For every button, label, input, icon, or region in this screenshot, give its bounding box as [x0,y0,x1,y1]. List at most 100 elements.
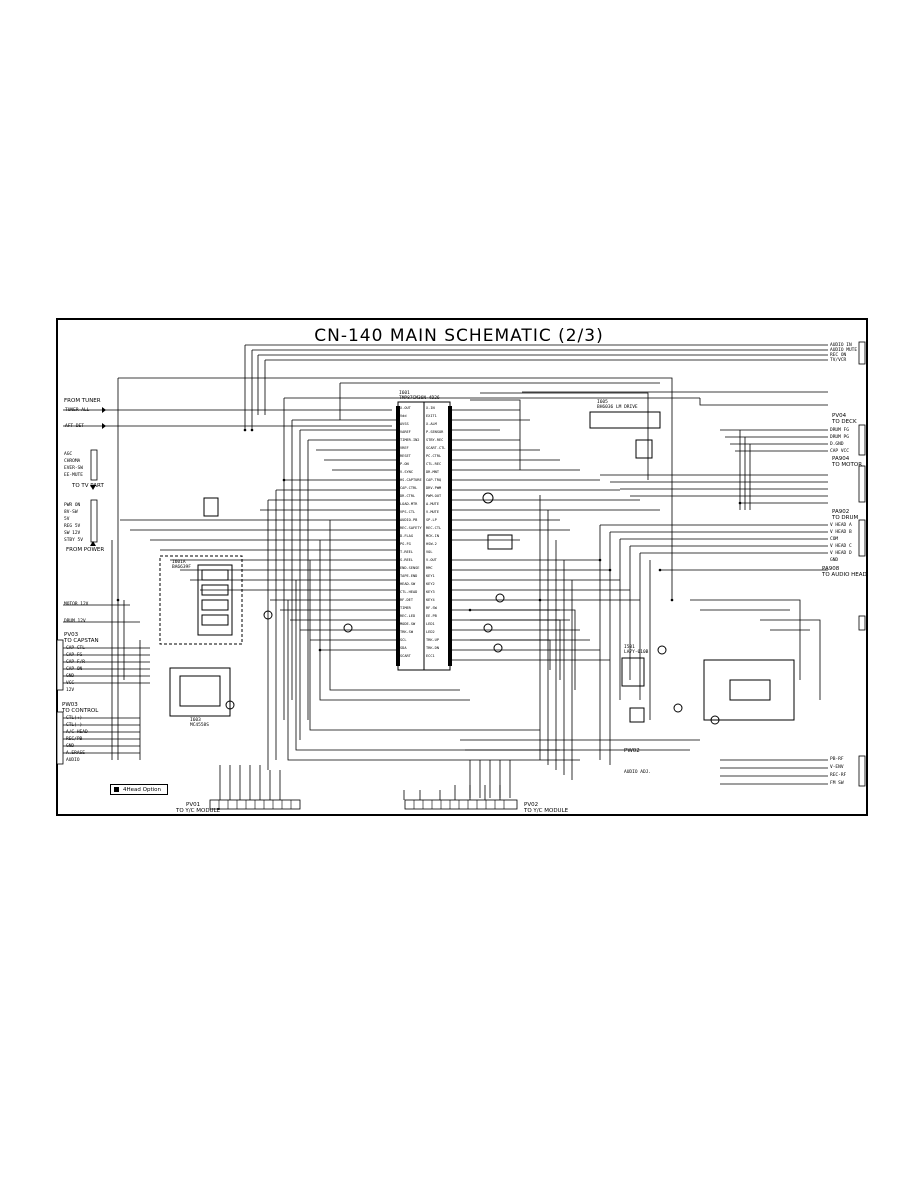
ic-pin-label: AVSS [400,422,409,426]
control-signal: GND [66,744,75,749]
ic-pin-label: MCK-IN [426,534,439,538]
pv02-to-yc-module: TO Y/C MODULE [524,808,569,814]
ic-pin-label: T-REEL [400,550,413,554]
capstan-signal: VCC [66,681,75,686]
ic-pin-label: REC-CTL [426,526,442,530]
ic-pin-label: Vdd [400,414,407,418]
drum-signal: COM [830,537,839,542]
ic-pin-label: P-ON [400,462,409,466]
ic-pin-label: MODE-SW [400,622,416,626]
tv-signal: EVER-SW [64,466,83,471]
ic-pin-label: REC-LED [400,614,416,618]
from-power-label: FROM POWER [66,547,105,553]
ic-pin-label: SCL [400,638,407,642]
from-tuner-label: FROM TUNER [64,398,101,404]
deck-signal: DRUM PG [830,435,849,440]
drum-signal: V HEAD A [830,523,852,528]
ic-pin-label: CTL-REC [426,462,442,466]
pa902-ref: PA902 [832,509,850,515]
ic-pin-label: LOAD-MTR [400,502,418,506]
top-right-signal: AUDIO IN [830,343,852,348]
hall-ic-ref: I605 [597,400,608,405]
ic-pin-label: VPS-CTL [400,510,416,514]
ic-pin-label: RF-SW [426,606,437,610]
capstan-signal: 12V [66,688,75,693]
top-right-signal: REC ON [830,353,847,358]
ic-pin-label: STBY-REC [426,438,444,442]
ic-pin-label: P-SENSOR [426,430,444,434]
pv03-ref: PV03 [64,632,79,638]
power-signal: 5V [64,517,70,522]
ic-pin-label: VAREF [400,430,411,434]
capstan-signal: CAP FG [66,653,83,658]
ic-pin-label: PG-FG [400,542,411,546]
to-control-label: TO CONTROL [62,708,99,714]
bottom-right-signal: REC-RF [830,773,847,778]
ic-pin-label: X-OUT [400,406,411,410]
ic-pin-label: TIMER-IN2 [400,438,420,442]
hall-ic-part: BH6036 LM DRIVE [597,405,638,410]
ic-pin-label: SP-LP [426,518,437,522]
head-amp-part: LA7Y-010B [624,650,649,655]
audio-adj-label: AUDIO ADJ. [624,770,652,775]
ic-pin-label: RESET [400,454,411,458]
drum-signal: GND [830,558,839,563]
ic-pin-label: TRK-DN [426,646,439,650]
ic-pin-label: SDA [400,646,407,650]
control-signal: REC/PB [66,737,83,742]
left-ic-b-ref: I603 [190,718,201,723]
ic-pin-label: A-MUTE [426,502,439,506]
drum-signal: V HEAD D [830,551,852,556]
ic-pin-label: CAP-TRQ [426,478,442,482]
tv-signal: AGC [64,452,73,457]
drum-signal: V HEAD C [830,544,852,549]
ic-pin-label: HS-CAPTURE [400,478,422,482]
top-right-signal: AUDIO MUTE [830,348,858,353]
ic-pin-label: D-FLAG [400,534,413,538]
ic-pin-label: TIMER [400,606,411,610]
tuner-signal: AFT DET [65,424,84,429]
left-ic-b-part: MC4558S [190,723,209,728]
to-deck-label: TO DECK [832,419,857,425]
pv02-ref: PV02 [524,802,539,808]
left-ic-a-part: BA6639F [172,565,191,570]
motor-signal: MOTOR 12V [64,602,89,607]
option-note-text: 4Head Option [123,786,161,793]
ic-pin-label: RMC [426,566,433,570]
ic-pin-label: V-OUT [426,558,437,562]
ic-pin-label: DR-MNT [426,470,439,474]
power-signal: SW 12V [64,531,81,536]
power-signal: REG 5V [64,524,81,529]
ic-pin-label: V-SYNC [400,470,413,474]
ic-pin-label: S-REEL [400,558,413,562]
to-audio-head-label: TO AUDIO HEAD [822,572,867,578]
ic-pin-label: LED2 [426,630,435,634]
capstan-signal: CAP F/R [66,660,85,665]
to-drum-label: TO DRUM [832,515,859,521]
ic-pin-label: TAPE-END [400,574,418,578]
option-marker-icon [114,787,119,792]
ic-pin-label: EE-PB [426,614,437,618]
to-capstan-label: TO CAPSTAN [64,638,99,644]
deck-signal: D.GND [830,442,844,447]
bottom-right-signal: FM SW [830,781,844,786]
ic-pin-label: PWM-OUT [426,494,442,498]
pv01-to-yc-module: TO Y/C MODULE [176,808,221,814]
ic-pin-label: PC-CTRL [426,454,442,458]
ic-pin-label: KEY4 [426,598,435,602]
pv01-ref: PV01 [186,802,201,808]
left-ic-a-ref: I601A [172,560,186,565]
bottom-right-signal: V-ENV [830,765,844,770]
option-note: 4Head Option [110,784,168,795]
ic-pin-label: END-SENSE [400,566,420,570]
ic-pin-label: DRV-PWM [426,486,442,490]
ic-pin-label: KEY2 [426,582,435,586]
to-tv-part-label: TO TV PART [72,483,104,489]
tv-signal: CHROMA [64,459,81,464]
ic-pin-label: SCART-CTL [426,446,446,450]
power-signal: 8V-SW [64,510,78,515]
ic-pin-label: V-MUTE [426,510,439,514]
ic-pin-label: HSW-2 [426,542,437,546]
ic-pin-label: TRK-SW [400,630,413,634]
